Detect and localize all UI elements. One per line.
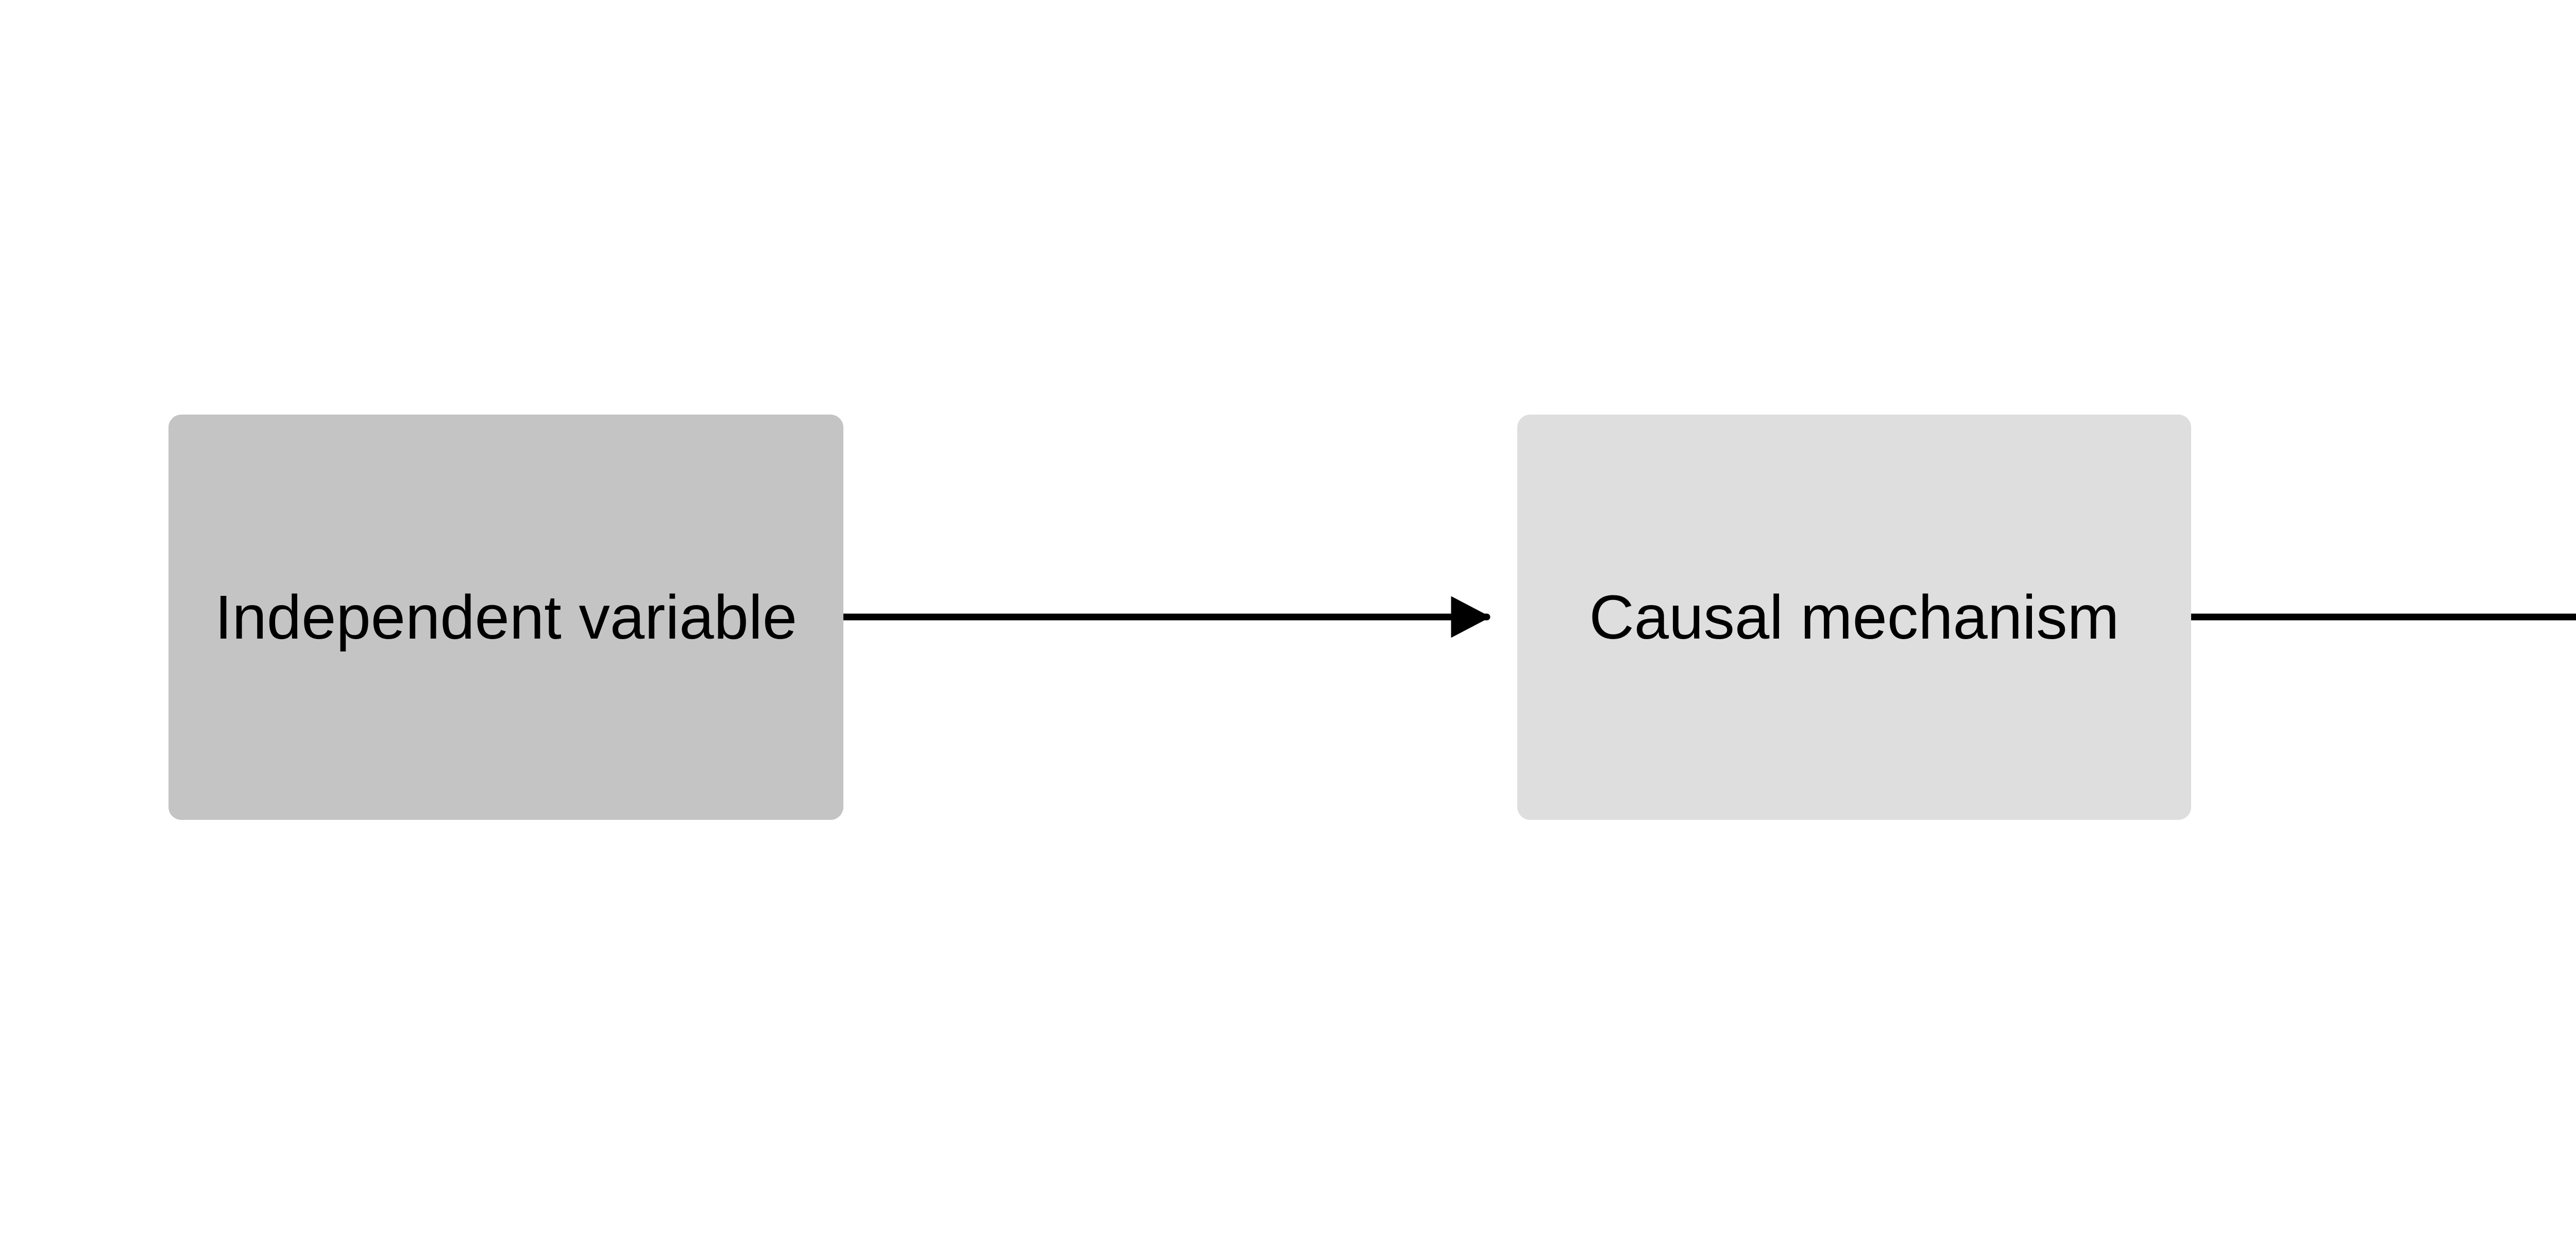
node-label-independent-variable: Independent variable	[214, 582, 798, 652]
node-causal-mechanism[interactable]: Causal mechanism	[1517, 415, 2191, 820]
node-independent-variable[interactable]: Independent variable	[168, 415, 843, 820]
node-label-causal-mechanism: Causal mechanism	[1589, 582, 2120, 652]
